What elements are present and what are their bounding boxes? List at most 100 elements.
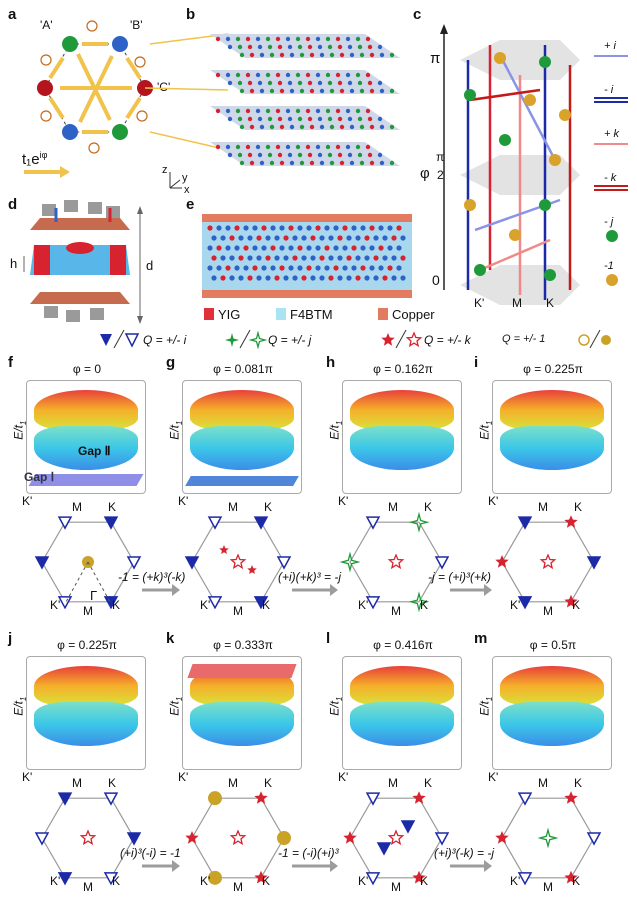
bz-k-label: K [112, 598, 121, 612]
lattice-site [345, 72, 351, 78]
lattice-site [259, 160, 265, 166]
legend-swatch [204, 308, 214, 320]
axis-z: z [162, 164, 168, 176]
lattice-site [295, 144, 301, 150]
yig-site [301, 275, 307, 281]
yig-site [207, 265, 213, 271]
yig-site [387, 265, 393, 271]
bz-box [492, 656, 612, 770]
lattice-site [357, 116, 363, 122]
yig-site [328, 235, 334, 241]
lattice-site [265, 36, 271, 42]
lattice-site [339, 52, 345, 58]
yig-site [315, 245, 321, 251]
quaternion-i-marker [517, 792, 533, 806]
bz-box [492, 380, 612, 494]
lattice-site [369, 52, 375, 58]
lattice-site [235, 72, 241, 78]
lattice-site [277, 44, 283, 50]
k-left: K' [488, 494, 499, 508]
bz-k-label: M [83, 880, 93, 894]
lattice-site [317, 116, 323, 122]
lattice-site [369, 88, 375, 94]
yig-site [310, 275, 316, 281]
lattice-site [307, 44, 313, 50]
lattice-site [389, 160, 395, 166]
bz-box [26, 656, 146, 770]
lattice-site [249, 160, 255, 166]
lattice-site [339, 88, 345, 94]
lattice-site [245, 36, 251, 42]
yig-site [342, 265, 348, 271]
yig-site [310, 255, 316, 261]
lattice-site [267, 44, 273, 50]
yig-site [382, 275, 388, 281]
yig-site [297, 245, 303, 251]
lattice-site [379, 52, 385, 58]
lattice-site [277, 80, 283, 86]
k-left: K' [22, 770, 33, 784]
quaternion-i-marker [207, 596, 223, 610]
m-point: M [538, 776, 548, 790]
lattice-site [269, 88, 275, 94]
lattice-site [319, 160, 325, 166]
lattice-site [379, 160, 385, 166]
axis-y: y [182, 172, 188, 184]
lattice-site [377, 80, 383, 86]
lattice-site [285, 36, 291, 42]
lattice-site [345, 108, 351, 114]
yig-site [225, 225, 231, 231]
yig-site [369, 265, 375, 271]
site-green [62, 36, 78, 52]
lattice-site [355, 72, 361, 78]
yig-site [216, 245, 222, 251]
yig-site [382, 235, 388, 241]
lattice-site [289, 160, 295, 166]
q-legend-1: Q = +/- 1 [502, 333, 546, 345]
bz-k-label: M [83, 604, 93, 618]
lattice-site [275, 108, 281, 114]
yig-site [252, 265, 258, 271]
lattice-site [249, 88, 255, 94]
lattice-site [367, 152, 373, 158]
legend-label: Copper [392, 307, 435, 322]
c-m: M [512, 296, 522, 310]
lattice-site [355, 108, 361, 114]
yig-site [297, 225, 303, 231]
yig-site [400, 275, 406, 281]
q-legend-i: Q = +/- i [143, 333, 187, 347]
quaternion-i-marker [517, 516, 533, 530]
phi-zero: 0 [432, 272, 440, 288]
lattice-site [327, 80, 333, 86]
quaternion-i-marker [34, 832, 50, 846]
phi-value: φ = 0.416π [373, 638, 433, 652]
lattice-site [287, 80, 293, 86]
lattice-site [255, 108, 261, 114]
yig-site [396, 225, 402, 231]
k-left: K' [338, 770, 349, 784]
quaternion-i-marker [126, 556, 142, 570]
lattice-site [349, 160, 355, 166]
yig-site [396, 245, 402, 251]
yig-site [234, 225, 240, 231]
axis-x: x [184, 184, 190, 196]
yig-site [256, 275, 262, 281]
lattice-site [347, 44, 353, 50]
upper-band [500, 666, 604, 706]
site-c-label: 'C' [157, 80, 171, 94]
bz2-arrow1-label: (+i)³(-i) = -1 [120, 846, 181, 860]
lattice-site [347, 80, 353, 86]
lattice-site [295, 36, 301, 42]
m-point: M [72, 500, 82, 514]
lattice-site [315, 108, 321, 114]
lattice-site [227, 80, 233, 86]
lattice-site [225, 108, 231, 114]
yig-site [396, 265, 402, 271]
site-blue [112, 36, 128, 52]
lower-band [190, 426, 294, 470]
yig-site [247, 275, 253, 281]
